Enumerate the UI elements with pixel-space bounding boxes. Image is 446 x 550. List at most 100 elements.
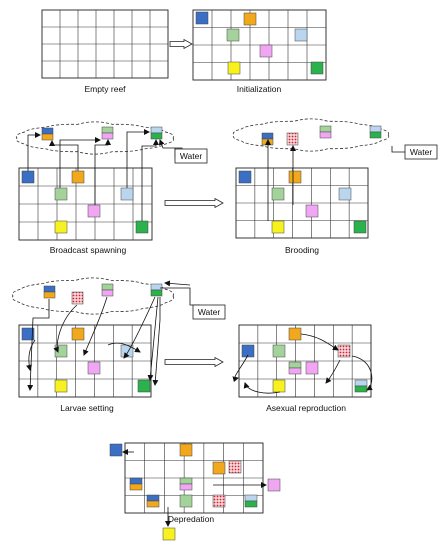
- larva-blue-orange-part: [41, 133, 54, 141]
- spawn-arrow: [126, 129, 150, 188]
- settle-arrow: [26, 339, 36, 371]
- coral-pink: [305, 204, 319, 218]
- brooding-cloud-outline: [232, 118, 390, 152]
- water-box-label: Water: [198, 307, 221, 317]
- coral-green-pink: [179, 477, 193, 491]
- brooding-label: Brooding: [285, 245, 319, 255]
- coral-red-dots: [212, 494, 226, 508]
- coral-orange: [243, 12, 257, 26]
- coral-yellow: [54, 220, 68, 234]
- settle-arrow: [53, 304, 78, 353]
- depredation-grid: [124, 442, 264, 514]
- coral-blue: [21, 170, 35, 184]
- larva-lightblue-darkgreen-part: [150, 126, 163, 134]
- water-box: [192, 304, 226, 320]
- settle-arrow: [83, 296, 108, 356]
- coral-pink: [87, 204, 101, 218]
- removed-pink: [267, 478, 281, 492]
- coral-yellow: [271, 220, 285, 234]
- settle-arrow: [123, 296, 156, 359]
- larva-blue-orange-part: [261, 132, 274, 140]
- asexual-reproduction-grid: [238, 324, 372, 398]
- empty-reef-grid: [41, 9, 169, 79]
- spawn-arrow: [94, 139, 111, 205]
- coral-green: [271, 187, 285, 201]
- fragment-arrow: [325, 359, 341, 384]
- coral-orange: [212, 461, 226, 475]
- settle-arrow: [107, 342, 141, 353]
- coral-blue: [238, 170, 252, 184]
- coral-green: [179, 494, 193, 508]
- coral-blue-orange-part: [146, 500, 160, 508]
- asexual-reproduction-label: Asexual reproduction: [266, 403, 346, 413]
- removed-blue: [109, 443, 123, 457]
- larva-green-pink: [101, 126, 114, 140]
- coral-blue-orange-part: [146, 494, 160, 502]
- coral-blue: [241, 344, 255, 358]
- coral-lightblue: [338, 187, 352, 201]
- fragment-arrow: [243, 382, 281, 394]
- initialization-grid: [192, 9, 327, 81]
- settle-arrow: [147, 296, 159, 381]
- empty-reef-label: Empty reef: [84, 84, 126, 94]
- water-box-label: Water: [180, 151, 203, 161]
- broadcast-spawning-label: Broadcast spawning: [50, 245, 127, 255]
- larva-blue-orange-part: [43, 285, 56, 293]
- coral-orange: [71, 170, 85, 184]
- spawn-arrow: [141, 139, 159, 221]
- larva-blue-orange: [261, 132, 274, 146]
- coral-blue-orange-part: [129, 477, 143, 485]
- coral-lightblue-darkgreen: [244, 494, 258, 508]
- fragment-arrow: [351, 355, 373, 391]
- coral-pink: [305, 361, 319, 375]
- larva-blue-orange: [41, 127, 54, 141]
- coral-darkgreen: [310, 61, 324, 75]
- larva-lightblue-darkgreen-part: [150, 132, 163, 140]
- spawn-arrow: [59, 137, 101, 188]
- larvae-setting-grid: [18, 324, 152, 398]
- coral-green-pink: [288, 361, 302, 375]
- water-box: [404, 144, 438, 160]
- water-arrow: [164, 280, 191, 287]
- larva-green-pink-part: [101, 289, 114, 297]
- coral-blue: [21, 327, 35, 341]
- coral-orange: [288, 327, 302, 341]
- coral-lightblue-darkgreen-part: [244, 500, 258, 508]
- coral-darkgreen: [135, 220, 149, 234]
- larva-green-pink: [319, 125, 332, 139]
- removed-yellow: [162, 527, 176, 541]
- coral-blue-orange-part: [129, 483, 143, 491]
- coral-green: [226, 28, 240, 42]
- coral-green-pink-part: [179, 477, 193, 485]
- larva-red-dots: [71, 291, 84, 305]
- coral-yellow: [227, 61, 241, 75]
- fragment-arrow: [232, 354, 249, 383]
- larva-blue-orange-part: [261, 138, 274, 146]
- coral-lightblue: [294, 28, 308, 42]
- coral-green-pink-part: [288, 361, 302, 369]
- coral-darkgreen: [353, 220, 367, 234]
- fragment-arrow: [300, 333, 339, 351]
- depredation-label: Depredation: [168, 514, 215, 524]
- coral-blue-orange: [146, 494, 160, 508]
- coral-orange: [71, 327, 85, 341]
- coral-green-pink-part: [179, 483, 193, 491]
- coral-orange: [288, 170, 302, 184]
- larva-red-dots: [286, 132, 299, 146]
- brooding-grid: [235, 167, 369, 239]
- coral-blue: [195, 11, 209, 25]
- water-link: [391, 146, 405, 153]
- spawn-arrow: [49, 140, 79, 171]
- coral-darkgreen: [137, 379, 151, 393]
- larva-lightblue-darkgreen-part: [150, 289, 163, 297]
- coral-red-dots: [228, 460, 242, 474]
- spawn-arrow: [27, 132, 41, 171]
- coral-blue-orange: [129, 477, 143, 491]
- larva-green-pink-part: [319, 131, 332, 139]
- initialization-label: Initialization: [237, 84, 282, 94]
- larva-lightblue-darkgreen: [150, 126, 163, 140]
- water-box: [174, 148, 208, 164]
- larva-blue-orange-part: [41, 127, 54, 135]
- coral-pink: [259, 44, 273, 58]
